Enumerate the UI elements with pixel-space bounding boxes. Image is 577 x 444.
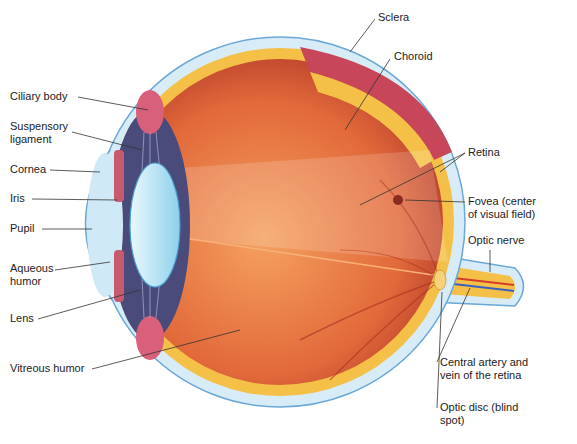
part-label: Central artery and vein of the retina <box>440 356 545 382</box>
part-label: Optic disc (blind spot) <box>440 401 530 427</box>
part-label: Iris <box>10 192 60 205</box>
part-label: Lens <box>10 312 60 325</box>
part-label: Choroid <box>394 50 464 63</box>
part-label: Pupil <box>10 222 60 235</box>
part-label: Cornea <box>10 163 80 176</box>
part-label: Sclera <box>378 11 448 24</box>
part-label: Aqueous humor <box>10 262 70 288</box>
part-label: Retina <box>468 146 548 159</box>
part-label: Suspensory ligament <box>10 120 80 146</box>
part-label: Fovea (center of visual field) <box>468 195 548 221</box>
part-label: Optic nerve <box>468 234 558 247</box>
part-label: Vitreous humor <box>10 362 120 375</box>
part-label: Ciliary body <box>10 90 100 103</box>
